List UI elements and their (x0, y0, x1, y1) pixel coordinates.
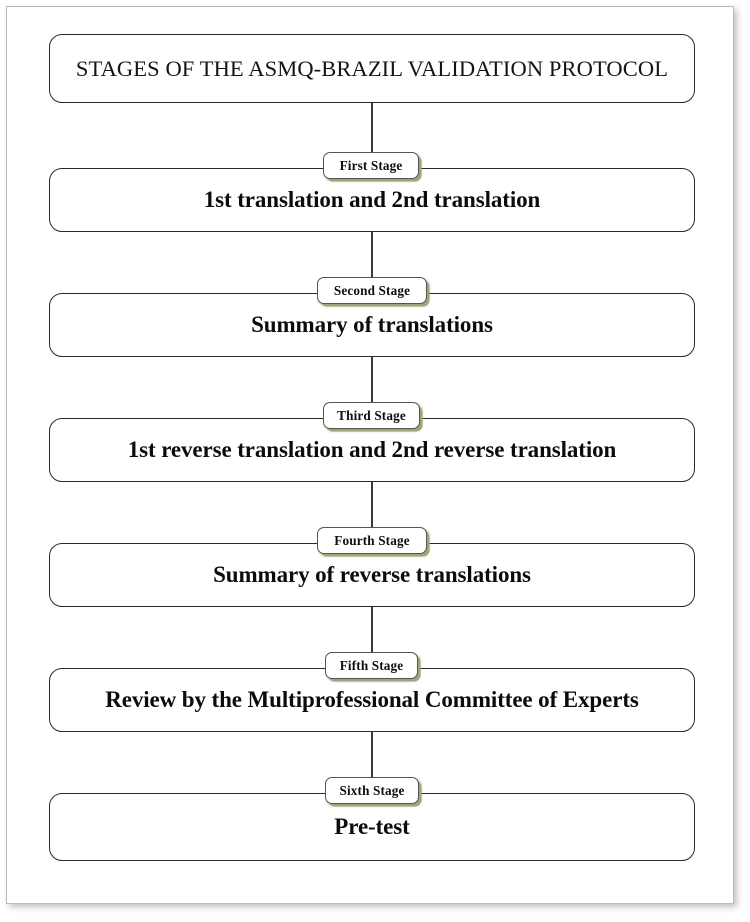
stage-pill-label-1: First Stage (339, 157, 403, 173)
stage-box-6: Pre-test (49, 793, 695, 861)
flowchart-canvas: STAGES OF THE ASMQ-BRAZIL VALIDATION PRO… (7, 7, 735, 905)
stage-pill-label-6: Sixth Stage (339, 782, 405, 798)
connector-title-to-stage-1 (371, 102, 373, 168)
stage-box-1: 1st translation and 2nd translation (49, 168, 695, 232)
stage-box-text-6: Pre-test (334, 814, 410, 839)
stage-pill-label-5: Fifth Stage (339, 657, 404, 673)
stage-pill-2: Second Stage (317, 277, 427, 304)
stage-pill-label-4: Fourth Stage (334, 532, 410, 548)
stage-pill-6: Sixth Stage (325, 777, 419, 804)
stage-pill-4: Fourth Stage (317, 527, 427, 554)
stage-pill-label-2: Second Stage (333, 282, 411, 298)
connector-stage-3-to-4 (371, 481, 373, 543)
flowchart-title: STAGES OF THE ASMQ-BRAZIL VALIDATION PRO… (75, 55, 669, 81)
stage-pill-5: Fifth Stage (325, 652, 418, 679)
stage-box-text-5: Review by the Multiprofessional Committe… (105, 687, 639, 712)
stage-box-text-3: 1st reverse translation and 2nd reverse … (127, 437, 617, 462)
connector-stage-4-to-5 (371, 606, 373, 668)
stage-pill-label-3: Third Stage (337, 407, 406, 423)
stage-pill-1: First Stage (323, 152, 419, 179)
stage-box-text-1: 1st translation and 2nd translation (203, 187, 541, 212)
stage-pill-3: Third Stage (323, 402, 420, 429)
connector-stage-2-to-3 (371, 356, 373, 418)
stage-box-text-2: Summary of translations (251, 312, 493, 337)
flowchart-title-box: STAGES OF THE ASMQ-BRAZIL VALIDATION PRO… (49, 34, 695, 103)
page-frame: STAGES OF THE ASMQ-BRAZIL VALIDATION PRO… (6, 6, 734, 904)
stage-box-text-4: Summary of reverse translations (213, 562, 531, 587)
connector-stage-5-to-6 (371, 731, 373, 793)
connector-stage-1-to-2 (371, 231, 373, 293)
